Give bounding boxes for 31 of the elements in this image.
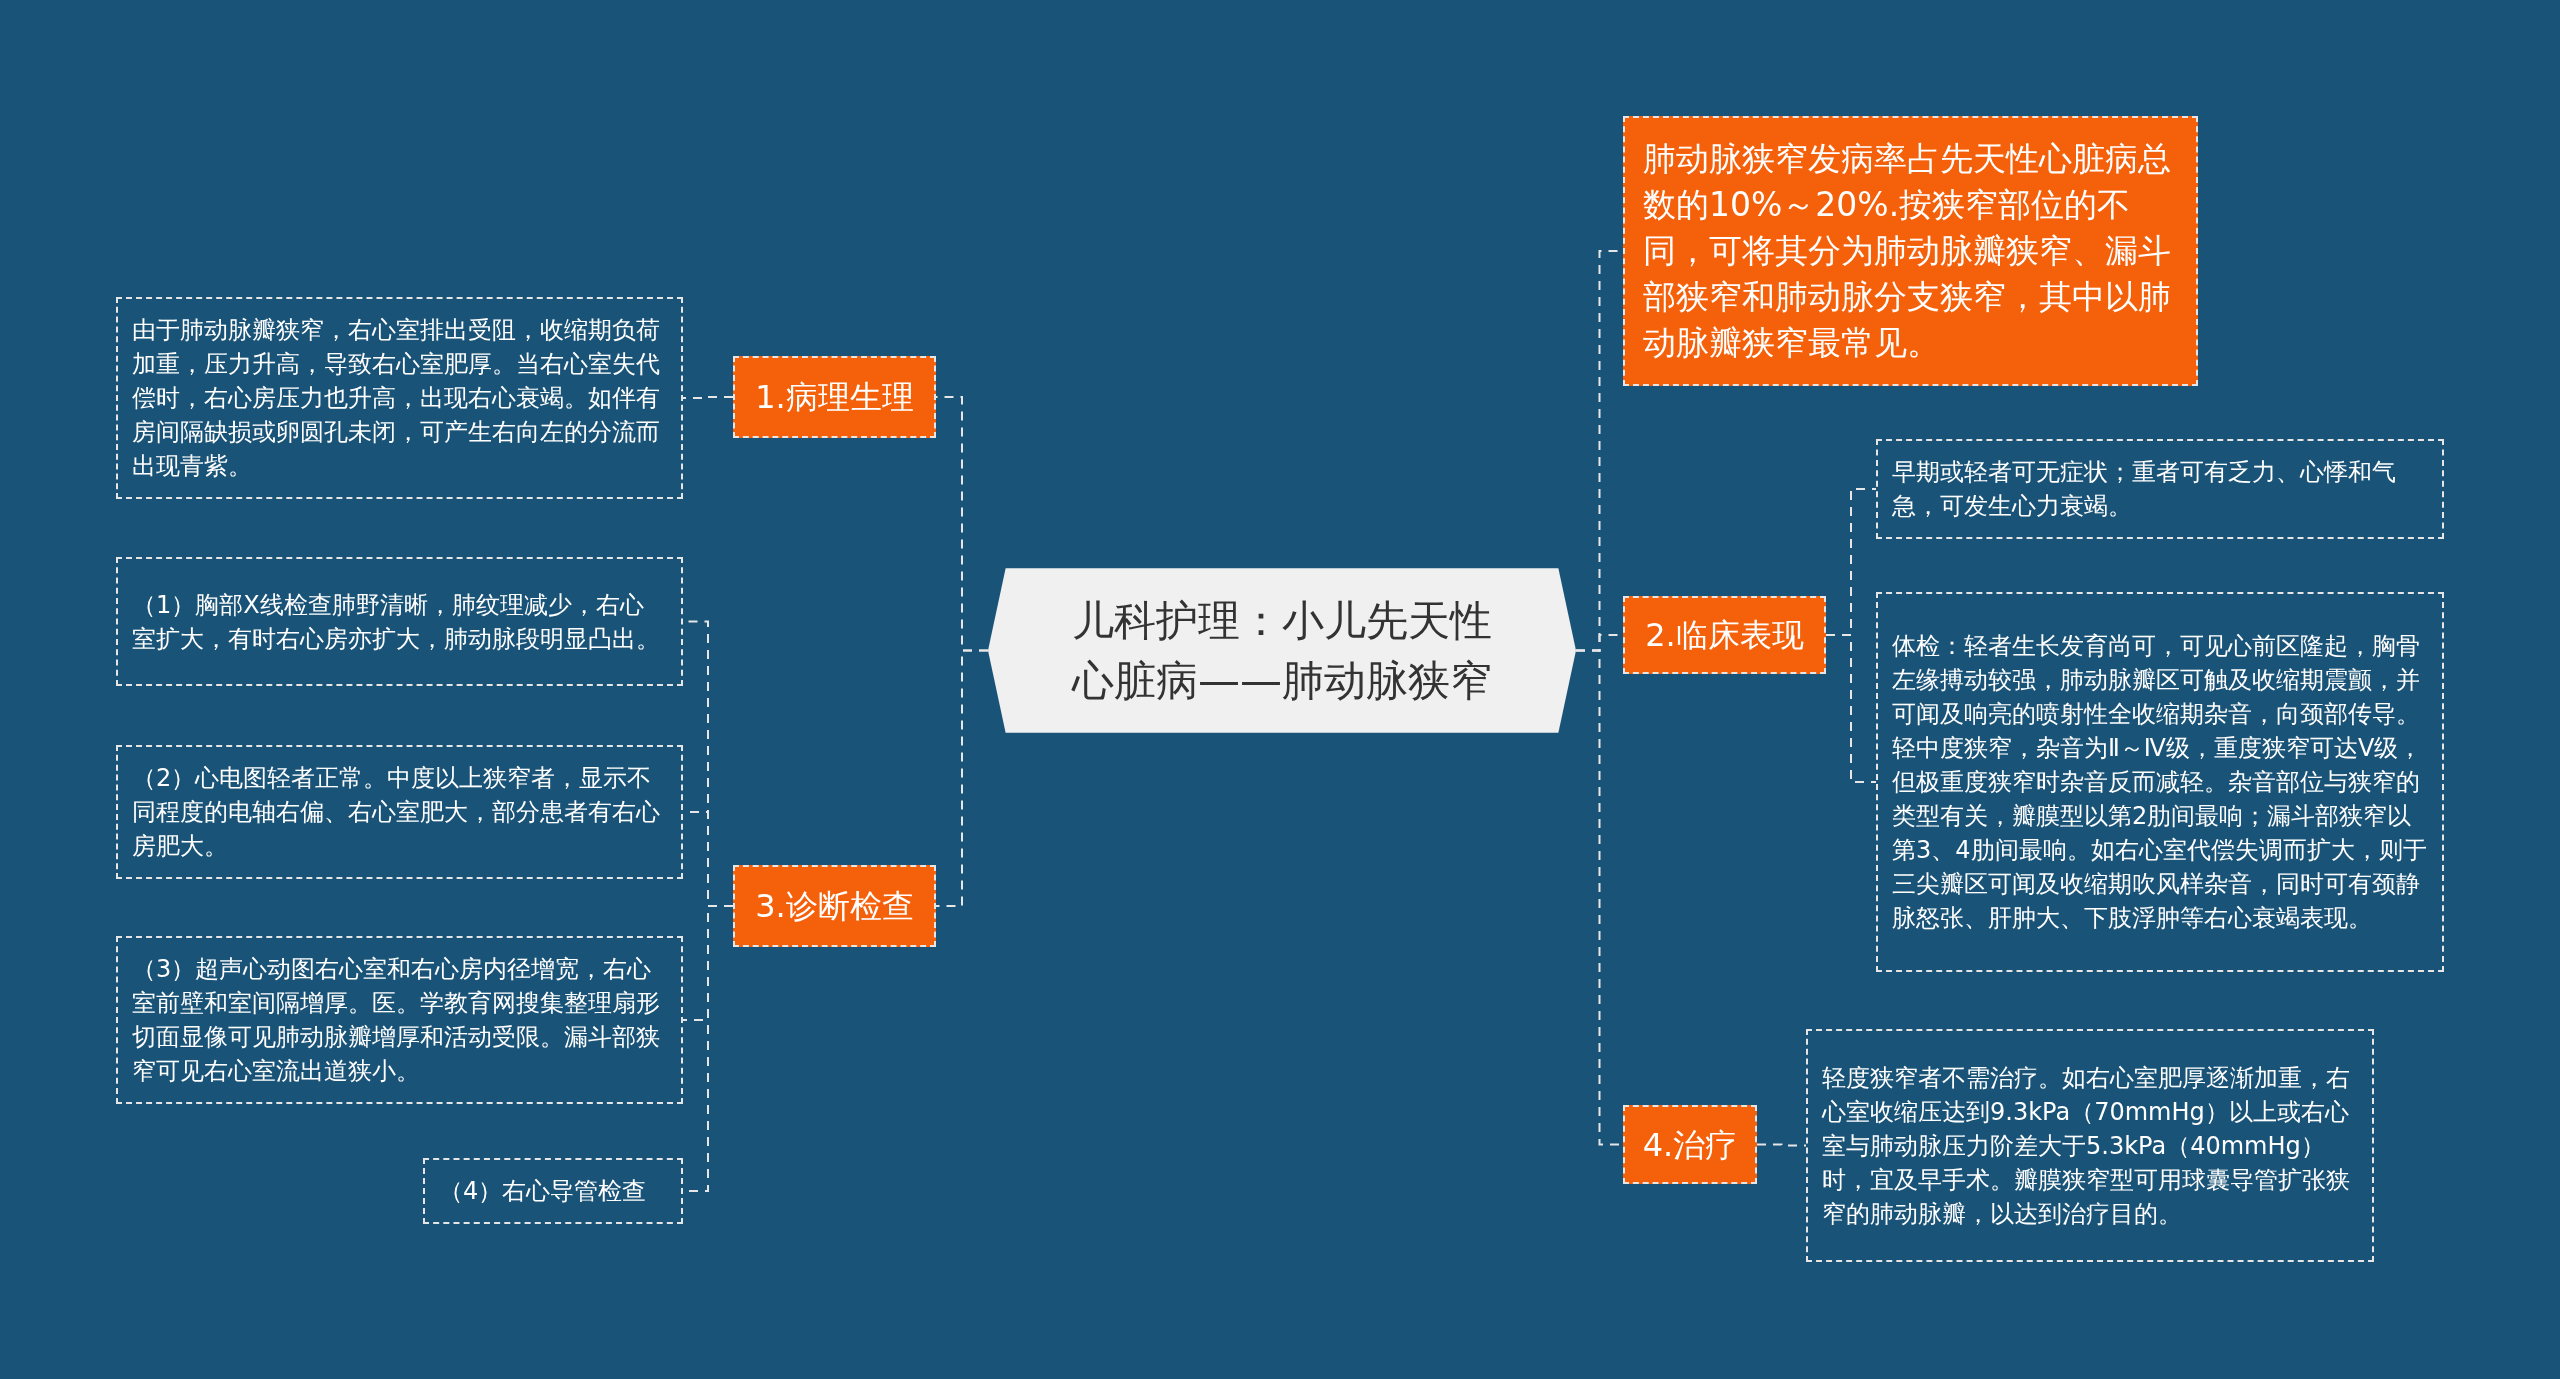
node-text: （4）右心导管检查 [439,1176,647,1207]
node-text: 2.临床表现 [1645,615,1804,656]
node-text: 肺动脉狭窄发病率占先天性心脏病总数的10%～20%.按狭窄部位的不同，可将其分为肺动脉瓣狭窄、漏斗部狭窄和肺动脉分支狭窄，其中以肺动脉瓣狭窄最常见。 [1643,138,2172,364]
node-text: 早期或轻者可无症状；重者可有乏力、心悸和气急，可发生心力衰竭。 [1892,457,2397,522]
note-box [116,936,683,1104]
connector [935,649,989,907]
node-text: （1）胸部X线检查肺野清晰，肺纹理减少，右心室扩大，有时右心房亦扩大，肺动脉段明显凸出。 [132,589,661,655]
note-box [1876,439,2444,539]
note-box [1806,1029,2374,1262]
connector [682,396,734,399]
connector [1756,1143,1807,1147]
node-text: 由于肺动脉瓣狭窄，右心室排出受阻，收缩期负荷加重，压力升高，导致右心室肥厚。当右心室失代偿时，右心房压力也升高，出现右心衰竭。如伴有房间隔缺损或卵圆孔未闭，可产生右向左的分流而出现青紫。 [132,315,661,482]
node-text: （3）超声心动图右心室和右心房内径增宽，右心室前壁和室间隔增厚。医。学教育网搜集整理扇形切面显像可见肺动脉瓣增厚和活动受限。漏斗部狭窄可见右心室流出道狭小。 [132,954,661,1087]
branch-box [1623,596,1826,674]
node-text: 儿科护理：小儿先天性心脏病——肺动脉狭窄 [1070,594,1493,707]
node-text: 3.诊断检查 [755,886,914,927]
node-text: 4.治疗 [1642,1124,1738,1166]
note-box [116,745,683,879]
branch-box [733,865,936,947]
node-text: 1.病理生理 [755,377,914,418]
connector [1825,634,1877,783]
note-box [116,557,683,686]
node-text: 轻度狭窄者不需治疗。如右心室肥厚逐渐加重，右心室收缩压达到9.3kPa（70mmHg）以上或右心室与肺动脉压力阶差大于5.3kPa（40mmHg）时，宜及早手术。瓣膜狭窄型可用球囊导管扩张狭窄的肺动脉瓣，以达到治疗目的。 [1822,1062,2351,1230]
branch-box [1623,1105,1757,1184]
summary-box [1623,116,2198,386]
note-box [116,297,683,499]
branch-box [733,356,936,438]
node-text: 体检：轻者生长发育尚可，可见心前区隆起，胸骨左缘搏动较强，肺动脉瓣区可触及收缩期震颤，并可闻及响亮的喷射性全收缩期杂音，向颈部传导。轻中度狭窄，杂音为Ⅱ～Ⅳ级，重度狭窄可达Ⅴ级，但极重度狭窄时杂音反而减轻。杂音部位与狭窄的类型有关，瓣膜型以第2肋间最响；漏斗部狭窄以第3、4肋间最响。如右心室代偿失调而扩大，则于三尖瓣区可闻及收缩期吹风样杂音，同时可有颈静脉怒张、肝肿大、下肢浮肿等右心衰竭表现。 [1892,631,2428,934]
note-box [1876,592,2444,972]
node-text: （2）心电图轻者正常。中度以上狭窄者，显示不同程度的电轴右偏、右心室肥大，部分患者有右心房肥大。 [132,763,661,862]
note-box [423,1158,683,1224]
